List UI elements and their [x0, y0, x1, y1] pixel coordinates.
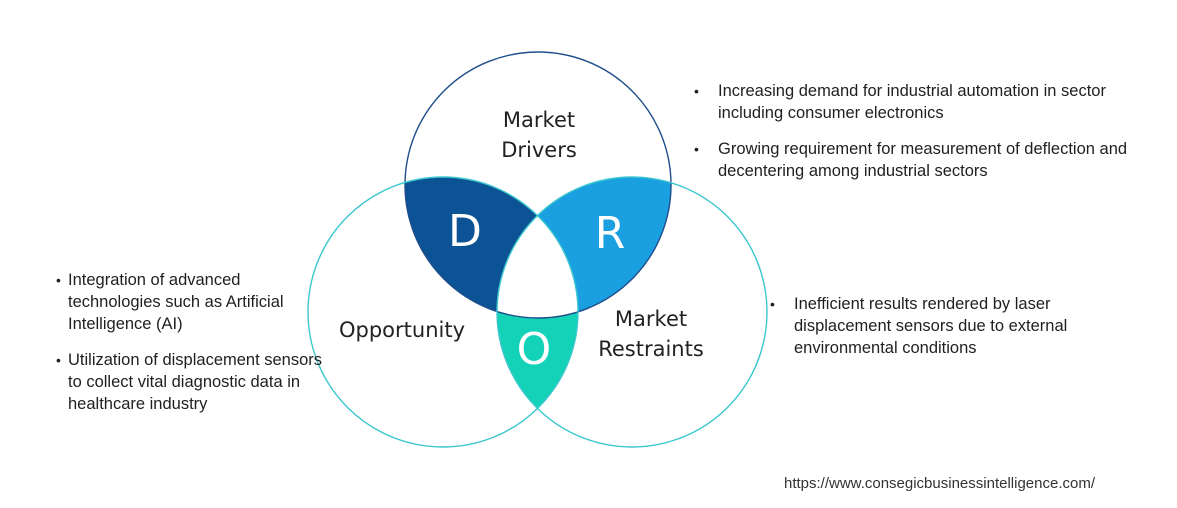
- letter-o: O: [517, 324, 552, 375]
- market-drivers-list: Increasing demand for industrial automat…: [694, 80, 1128, 196]
- drivers-label-line1: Market: [503, 108, 575, 132]
- drivers-label-line2: Drivers: [501, 138, 577, 162]
- opportunity-label: Opportunity: [339, 318, 465, 342]
- market-restraints-list: Inefficient results rendered by laser di…: [770, 293, 1094, 359]
- letter-r: R: [595, 208, 626, 259]
- opportunity-list: Integration of advanced technologies suc…: [56, 269, 328, 429]
- opportunity-point-2: Utilization of displacement sensors to c…: [56, 349, 328, 415]
- opportunity-point-1: Integration of advanced technologies suc…: [56, 269, 328, 335]
- restraints-point-1: Inefficient results rendered by laser di…: [770, 293, 1094, 359]
- market-drivers-circle: [404, 51, 672, 319]
- market-restraints-circle: [496, 176, 768, 448]
- drivers-point-1: Increasing demand for industrial automat…: [694, 80, 1128, 124]
- restraints-label-line1: Market: [615, 307, 687, 331]
- source-url: https://www.consegicbusinessintelligence…: [784, 475, 1095, 492]
- letter-d: D: [448, 206, 482, 257]
- restraints-label-line2: Restraints: [598, 337, 704, 361]
- drivers-point-2: Growing requirement for measurement of d…: [694, 138, 1128, 182]
